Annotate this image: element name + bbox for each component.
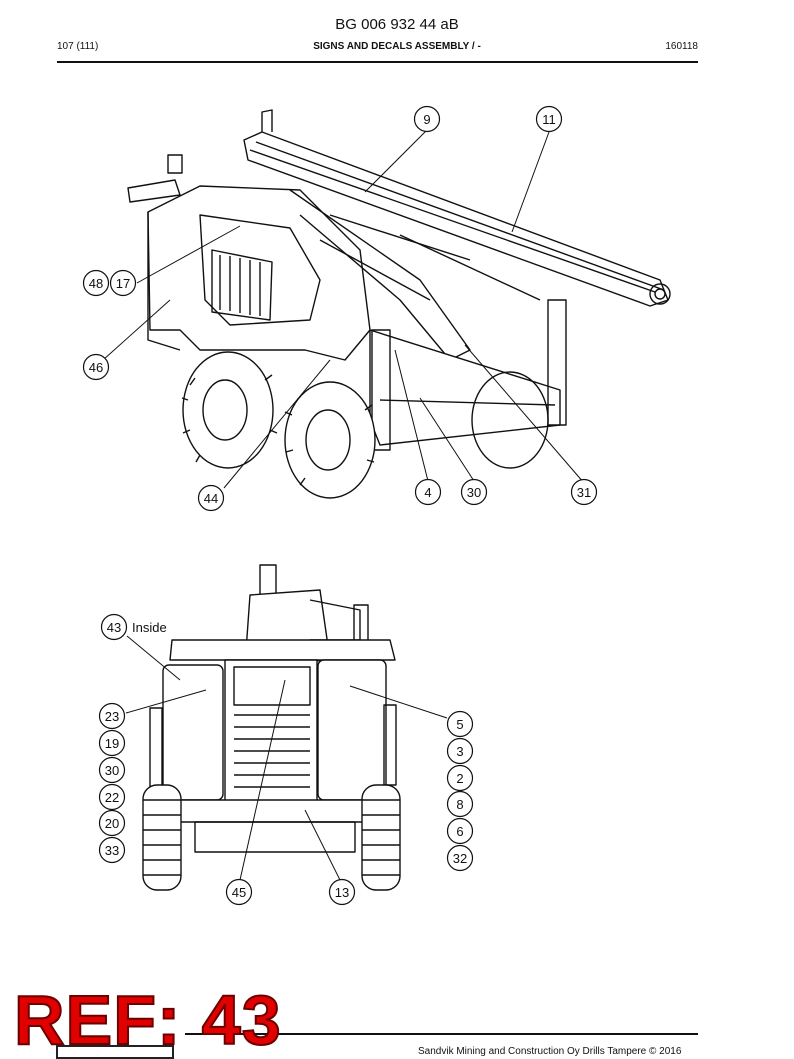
callout-label: 9 (423, 112, 430, 127)
callout-19 (98, 729, 126, 757)
callout-label: 46 (89, 360, 103, 375)
callout-44 (197, 484, 225, 512)
callout-48 (82, 269, 110, 297)
document-number: BG 006 932 44 aB (335, 16, 459, 33)
callout-31 (570, 478, 598, 506)
callout-label: 30 (467, 485, 481, 500)
callout-11 (535, 105, 563, 133)
header-rule (57, 61, 698, 63)
callout-20 (98, 809, 126, 837)
callout-label: 22 (105, 790, 119, 805)
callout-32 (446, 844, 474, 872)
callout-label: 3 (456, 744, 463, 759)
callout-label: 20 (105, 816, 119, 831)
callout-label: 11 (542, 112, 556, 127)
callout-label: 31 (577, 485, 591, 500)
page-number: 107 (111) (57, 41, 99, 52)
callout-label: 13 (335, 885, 349, 900)
callout-label: 48 (89, 276, 103, 291)
callout-label: 17 (116, 276, 130, 291)
callout-label: 4 (424, 485, 431, 500)
callout-label: 23 (105, 709, 119, 724)
inside-label: Inside (132, 620, 167, 635)
callout-label: 44 (204, 491, 218, 506)
callout-label: 19 (105, 736, 119, 751)
footer-rule (185, 1033, 698, 1035)
callout-label: 2 (456, 771, 463, 786)
callout-17 (109, 269, 137, 297)
date-code: 160118 (665, 41, 698, 52)
callout-label: 5 (456, 717, 463, 732)
callout-30-bottom (98, 756, 126, 784)
callout-13 (328, 878, 356, 906)
ref-stamp: REF: 43 (13, 981, 282, 1059)
callout-30-top (460, 478, 488, 506)
callout-label: 30 (105, 763, 119, 778)
callout-6 (446, 817, 474, 845)
callout-45 (225, 878, 253, 906)
callout-2 (446, 764, 474, 792)
callout-43 (100, 613, 128, 641)
callout-3 (446, 737, 474, 765)
callout-46 (82, 353, 110, 381)
callout-label: 45 (232, 885, 246, 900)
callout-label: 33 (105, 843, 119, 858)
callout-9 (413, 105, 441, 133)
callout-33 (98, 836, 126, 864)
callout-label: 32 (453, 851, 467, 866)
callout-23 (98, 702, 126, 730)
callout-label: 6 (456, 824, 463, 839)
section-title: SIGNS AND DECALS ASSEMBLY / - (313, 41, 481, 52)
callout-22 (98, 783, 126, 811)
callout-4 (414, 478, 442, 506)
callout-5 (446, 710, 474, 738)
copyright-text: Sandvik Mining and Construction Oy Drill… (418, 1046, 682, 1057)
callout-label: 43 (107, 620, 121, 635)
callout-8 (446, 790, 474, 818)
callout-label: 8 (456, 797, 463, 812)
